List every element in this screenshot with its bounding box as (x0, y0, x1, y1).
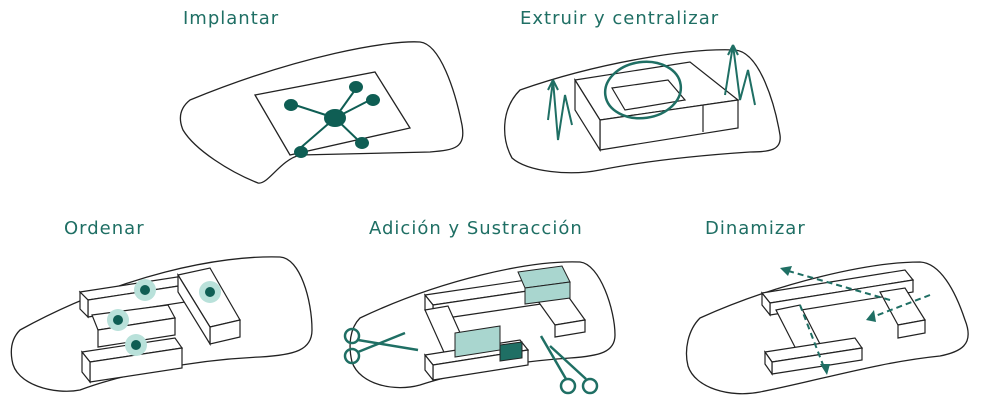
added-volume (524, 281, 571, 305)
extrude-arrow-right (724, 44, 756, 106)
arrow-heads (780, 266, 876, 375)
extruir-sketch (503, 44, 781, 174)
panel-title-dinamizar: Dinamizar (705, 218, 806, 239)
extruded-massing (574, 61, 740, 153)
site-outline (179, 41, 464, 184)
centralize-circle (603, 60, 683, 120)
adicion-sketch (343, 261, 616, 395)
site-outline (503, 49, 781, 174)
subtracted-volume (499, 341, 523, 362)
ordenar-sketch (10, 256, 313, 392)
node-network-icon (284, 81, 380, 158)
implantar-sketch (179, 41, 464, 184)
site-outline (349, 261, 616, 389)
scissors-icon (539, 335, 599, 395)
site-outline (10, 256, 313, 392)
dynamic-arrows-icon (784, 269, 931, 371)
panel-title-extruir: Extruir y centralizar (520, 8, 720, 29)
blocks (760, 269, 926, 376)
dinamizar-sketch (685, 261, 969, 395)
scissors-icon (343, 327, 419, 365)
extrude-arrow-left (547, 79, 573, 141)
panel-title-implantar: Implantar (183, 8, 280, 29)
site-plot (253, 71, 412, 156)
panel-title-ordenar: Ordenar (64, 218, 145, 239)
site-outline (685, 261, 969, 395)
panel-title-adicion: Adición y Sustracción (369, 218, 583, 239)
order-dots (107, 279, 221, 356)
